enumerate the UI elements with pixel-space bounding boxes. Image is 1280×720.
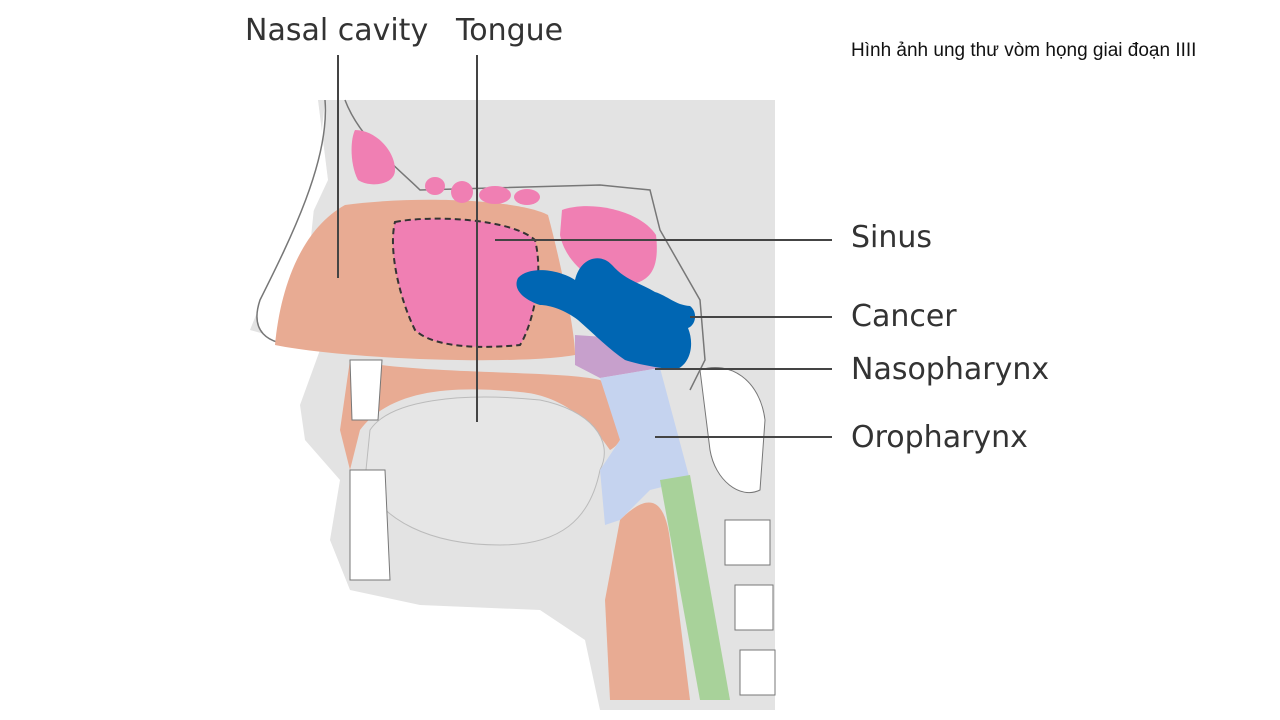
label-nasal-cavity: Nasal cavity [245, 13, 428, 48]
lower-jaw [349, 469, 391, 581]
frontal-sinus [351, 130, 395, 185]
label-oropharynx: Oropharynx [851, 420, 1028, 455]
nose-outline [256, 99, 327, 346]
sinus-small [514, 189, 540, 205]
nasal-bone [344, 99, 706, 391]
label-sinus: Sinus [851, 220, 932, 255]
label-nasopharynx: Nasopharynx [851, 352, 1049, 387]
label-tongue: Tongue [455, 13, 563, 48]
caption: Hình ảnh ung thư vòm họng giai đoạn IIII [851, 40, 1197, 61]
palate [340, 360, 624, 470]
sinus-small [451, 181, 473, 203]
tongue-region [364, 396, 605, 546]
upper-teeth [349, 359, 383, 421]
sinus-small [425, 177, 445, 195]
esophagus [605, 502, 690, 700]
oropharynx-region [600, 368, 690, 525]
vertebra [734, 584, 774, 631]
spinal-cord [660, 475, 730, 700]
vertebra [739, 649, 776, 696]
cancer-tumor [516, 258, 696, 370]
vertebra [724, 519, 771, 566]
sinus-small [479, 186, 511, 204]
maxillary-sinus [391, 217, 540, 348]
label-cancer: Cancer [851, 299, 957, 334]
